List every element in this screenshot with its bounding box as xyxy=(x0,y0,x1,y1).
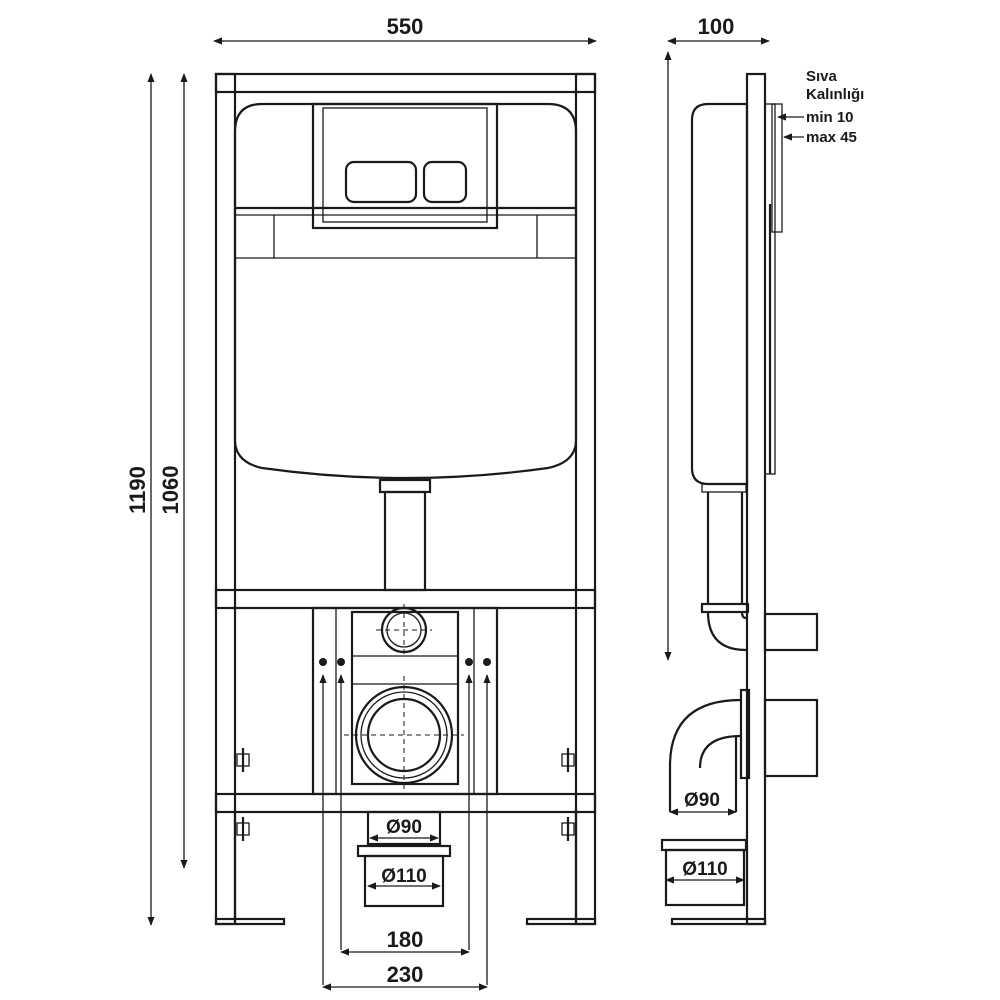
bolt-hole xyxy=(337,658,345,666)
flush-pipe xyxy=(378,478,432,592)
side-view: 100 xyxy=(660,14,864,926)
flush-plate xyxy=(311,102,499,230)
cistern xyxy=(233,102,578,480)
side-flush-pipe xyxy=(700,492,819,652)
bolt-hole xyxy=(465,658,473,666)
plaster-title-1: Sıva xyxy=(806,68,838,85)
wall-anchors xyxy=(236,748,575,841)
frame-height-label: 1060 xyxy=(158,466,183,515)
side-frame xyxy=(745,72,767,926)
side-cistern xyxy=(690,102,783,493)
bolt-hole xyxy=(483,658,491,666)
bolt-hole xyxy=(319,658,327,666)
feet xyxy=(214,812,597,926)
flush-button-large[interactable] xyxy=(344,160,418,204)
drain-pipe-front: Ø90 Ø110 xyxy=(356,810,452,908)
pipe-d90-front-label: Ø90 xyxy=(386,817,422,838)
front-view: 550 1190 1060 xyxy=(125,14,597,991)
plaster-min: min 10 xyxy=(806,109,854,126)
pipe-d110-front-label: Ø110 xyxy=(381,866,426,887)
flush-button-small[interactable] xyxy=(422,160,468,204)
plaster-max: max 45 xyxy=(806,129,857,146)
bolt-spacing-dims: 180 230 xyxy=(319,674,491,991)
depth-label: 100 xyxy=(698,14,735,39)
pipe-d90-side-label: Ø90 xyxy=(684,790,720,811)
bolt-outer-label: 230 xyxy=(387,962,424,987)
overall-height-label: 1190 xyxy=(125,466,150,514)
plaster-thickness-note: Sıva Kalınlığı min 10 max 45 xyxy=(777,68,864,146)
mounting-plate xyxy=(311,604,499,796)
height-dimensions: 1190 1060 xyxy=(125,73,188,926)
depth-dimension: 100 xyxy=(664,14,770,661)
plaster-title-2: Kalınlığı xyxy=(806,86,864,103)
side-drain-bend: Ø90 Ø110 xyxy=(660,688,819,907)
width-label: 550 xyxy=(387,14,424,39)
width-dimension: 550 xyxy=(213,14,597,45)
side-foot xyxy=(670,917,767,926)
bolt-inner-label: 180 xyxy=(387,927,424,952)
pipe-d110-side-label: Ø110 xyxy=(682,859,727,880)
